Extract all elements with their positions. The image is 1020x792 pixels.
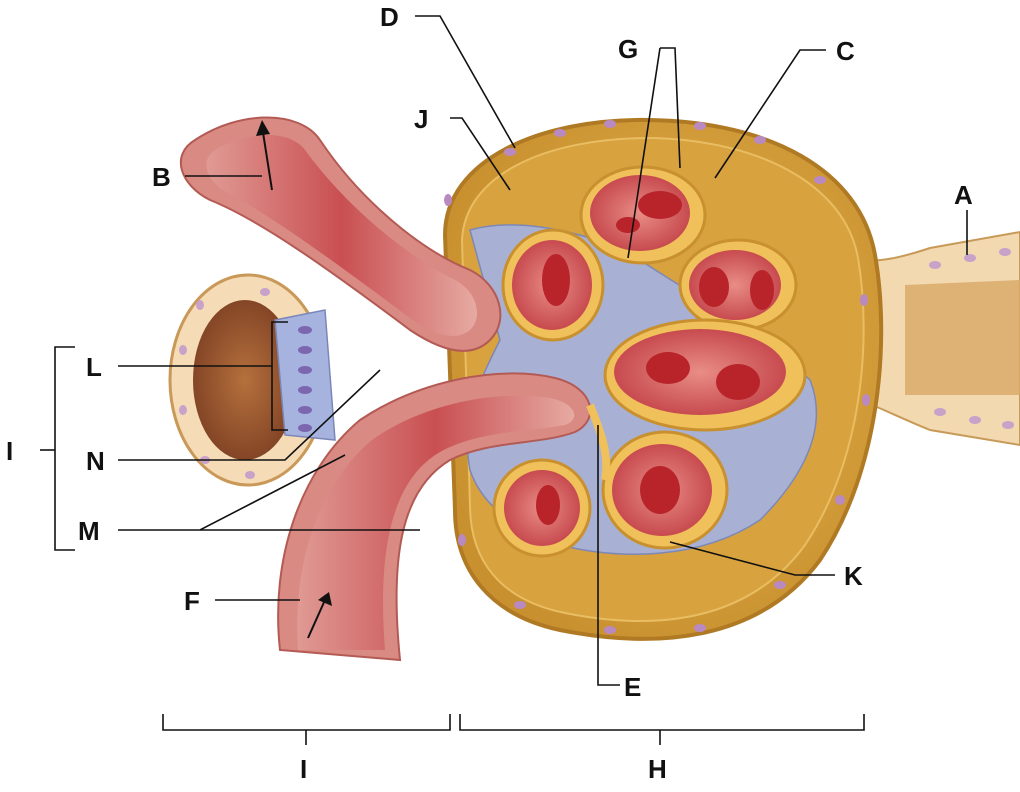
label-A: A [954,180,973,210]
bracket-L [271,321,288,431]
label-M: M [78,516,100,546]
label-F: F [184,586,200,616]
proximal-tubule [858,230,1020,447]
distal-tubule [168,273,336,487]
leader-lines [40,15,968,745]
leader-N [118,369,381,461]
bracket-H [459,714,865,731]
leader-J [450,117,511,191]
label-H: H [648,754,667,784]
bracket-I-bottom [162,714,451,731]
capsule-nuclei [444,120,870,634]
afferent-arteriole [277,372,592,662]
capillary-loop [501,228,605,342]
capillary-loop [579,165,707,265]
glomerular-capillaries [492,165,807,558]
capillary-loop [603,318,807,432]
bracket-I-side [54,346,75,551]
leader-G-left [627,47,661,259]
capillary-loop [678,238,798,332]
label-N: N [86,446,105,476]
label-G: G [618,34,638,64]
label-K: K [844,561,863,591]
capillary-loop [601,430,729,550]
leader-C [714,49,826,179]
macula-densa [274,309,336,441]
leader-D [415,15,516,149]
leader-G-right [660,47,681,169]
leader-E [597,425,620,686]
label-D: D [380,2,399,32]
label-I-bottom: I [300,754,307,784]
label-J: J [414,104,428,134]
label-L: L [86,352,102,382]
label-C: C [836,36,855,66]
capillary-loop [492,458,592,558]
leader-K [669,541,835,576]
label-E: E [624,672,641,702]
label-B: B [152,162,171,192]
label-I-side: I [6,436,13,466]
